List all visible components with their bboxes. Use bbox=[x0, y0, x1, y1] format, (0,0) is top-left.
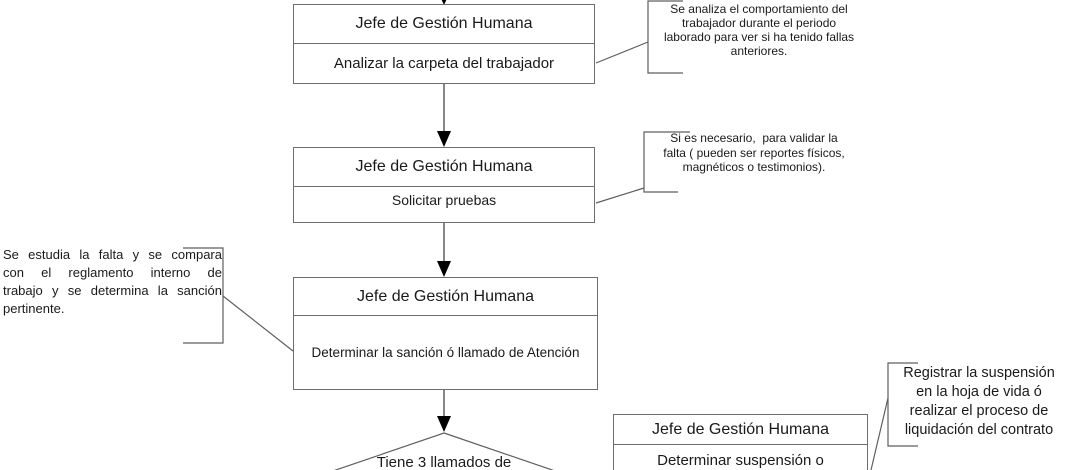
callout-note-line: falta ( pueden ser reportes físicos, bbox=[663, 145, 845, 160]
process-box-solicitar-pruebas: Jefe de Gestión Humana Solicitar pruebas bbox=[293, 147, 595, 223]
callout-note-1: Se analiza el comportamiento del trabaja… bbox=[650, 2, 868, 58]
callout-note-line: Si es necesario, para validar la bbox=[670, 131, 838, 145]
process-box-task: Determinar suspensión o bbox=[657, 452, 824, 469]
callout-note-line: Registrar la suspensión bbox=[903, 365, 1055, 381]
callout-note-line: magnéticos o testimonios). bbox=[682, 160, 826, 174]
process-box-role: Jefe de Gestión Humana bbox=[294, 148, 594, 187]
arrowhead-into-box2 bbox=[437, 131, 451, 147]
callout-note-2: Si es necesario, para validar la falta (… bbox=[648, 131, 860, 175]
callout-note-line: pertinente. bbox=[3, 301, 65, 316]
callout-leader-2 bbox=[595, 187, 645, 204]
callout-note-3: Se estudia la falta y se compara con el … bbox=[3, 246, 222, 318]
callout-note-line: liquidación del contrato bbox=[904, 422, 1054, 438]
callout-note-line: trabajo y se determina la sanción bbox=[3, 283, 222, 298]
callout-note-line: en la hoja de vida ó bbox=[916, 384, 1042, 400]
process-box-determinar-suspension: Jefe de Gestión Humana Determinar suspen… bbox=[613, 414, 868, 470]
callout-note-line: Se estudia la falta y se compara bbox=[3, 247, 222, 262]
process-box-analizar-carpeta: Jefe de Gestión Humana Analizar la carpe… bbox=[293, 4, 595, 84]
arrowhead-into-box3 bbox=[437, 261, 451, 277]
process-box-task: Determinar la sanción ó llamado de Atenc… bbox=[311, 345, 580, 360]
process-box-task: Analizar la carpeta del trabajador bbox=[333, 55, 555, 72]
callout-note-4: Registrar la suspensión en la hoja de vi… bbox=[890, 364, 1068, 440]
callout-note-line: realizar el proceso de bbox=[909, 403, 1049, 419]
process-box-role: Jefe de Gestión Humana bbox=[294, 278, 597, 316]
decision-label: Tiene 3 llamados de bbox=[376, 454, 512, 470]
callout-note-line: anteriores. bbox=[730, 44, 788, 58]
callout-note-line: trabajador durante el periodo bbox=[681, 16, 837, 30]
arrowhead-into-decision bbox=[437, 416, 451, 432]
process-box-role: Jefe de Gestión Humana bbox=[614, 415, 867, 445]
process-box-role: Jefe de Gestión Humana bbox=[294, 5, 594, 44]
callout-note-line: Se analiza el comportamiento del bbox=[670, 2, 848, 16]
callout-note-line: laborado para ver si ha tenido fallas bbox=[663, 30, 855, 44]
callout-leader-3 bbox=[222, 295, 294, 352]
process-box-task: Solicitar pruebas bbox=[391, 192, 497, 208]
process-box-determinar-sancion: Jefe de Gestión Humana Determinar la san… bbox=[293, 277, 598, 390]
callout-leader-4 bbox=[870, 397, 889, 470]
callout-note-line: con el reglamento interno de bbox=[3, 265, 222, 280]
callout-leader-1 bbox=[595, 41, 649, 64]
